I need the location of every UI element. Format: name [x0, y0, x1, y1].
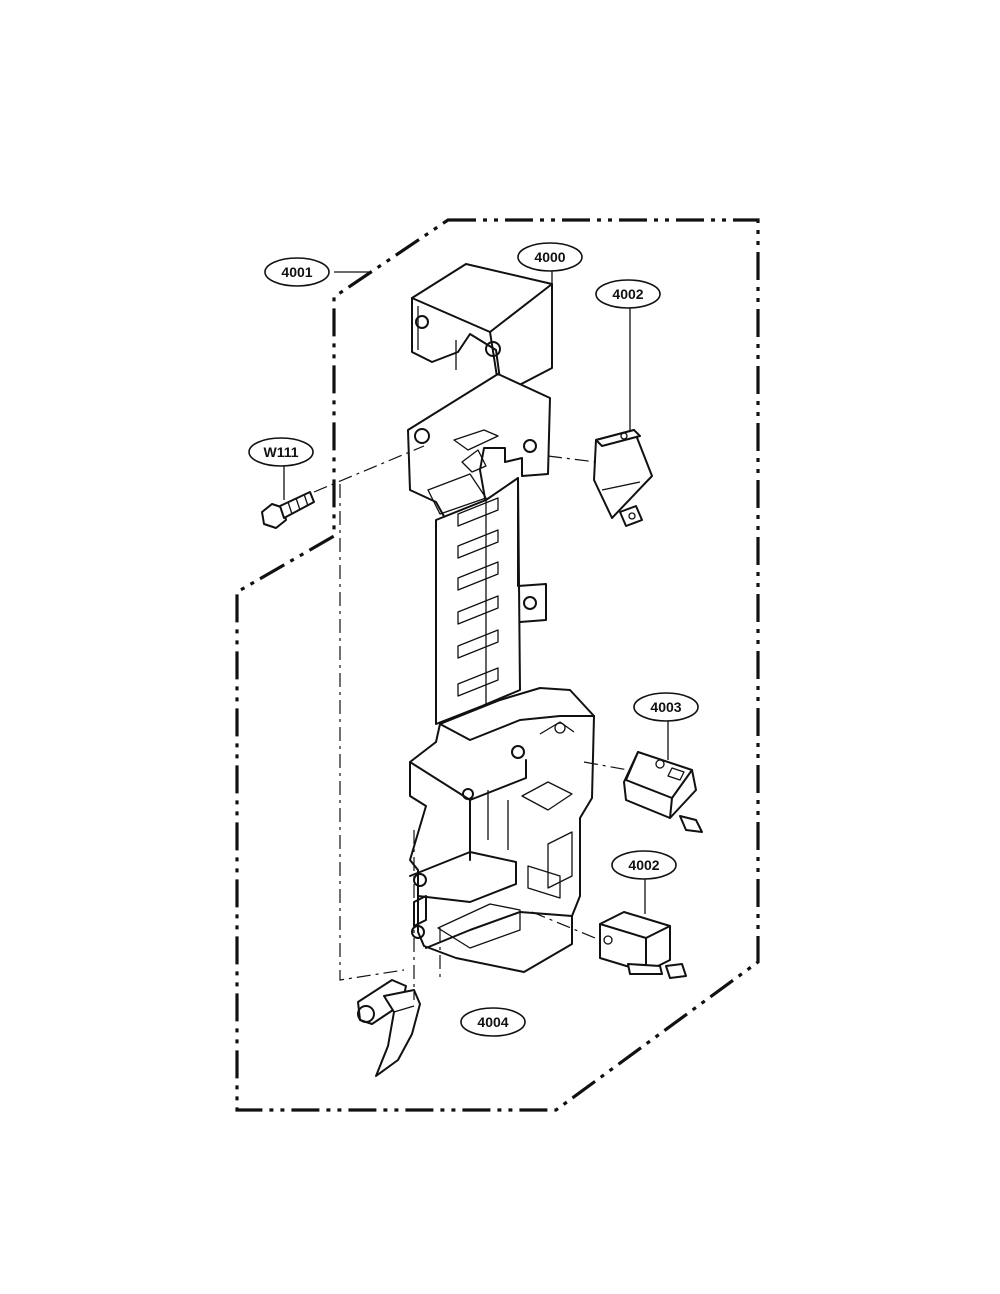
callout-w111: W111	[248, 437, 314, 467]
callout-4002-lower-text: 4002	[628, 857, 659, 873]
callout-4002-upper-text: 4002	[612, 286, 643, 302]
assembly-boundary	[235, 218, 760, 1112]
callout-4000: 4000	[517, 242, 583, 272]
callout-4002-upper: 4002	[595, 279, 661, 309]
callout-4001: 4001	[264, 257, 330, 287]
callout-4001-text: 4001	[281, 264, 312, 280]
callout-4002-lower: 4002	[611, 850, 677, 880]
callout-w111-text: W111	[263, 444, 298, 460]
callout-4004-text: 4004	[477, 1014, 508, 1030]
switch-part-4003	[623, 751, 703, 833]
callout-4003: 4003	[633, 692, 699, 722]
latch-board-part-4000	[407, 263, 595, 973]
callout-4000-text: 4000	[534, 249, 565, 265]
switch-part-4002-upper	[593, 429, 653, 527]
switch-part-4002-lower	[599, 911, 687, 979]
callout-4003-text: 4003	[650, 699, 681, 715]
callout-4004: 4004	[460, 1007, 526, 1037]
lever-part-4004	[357, 979, 421, 1077]
screw-part-w111	[261, 491, 315, 529]
